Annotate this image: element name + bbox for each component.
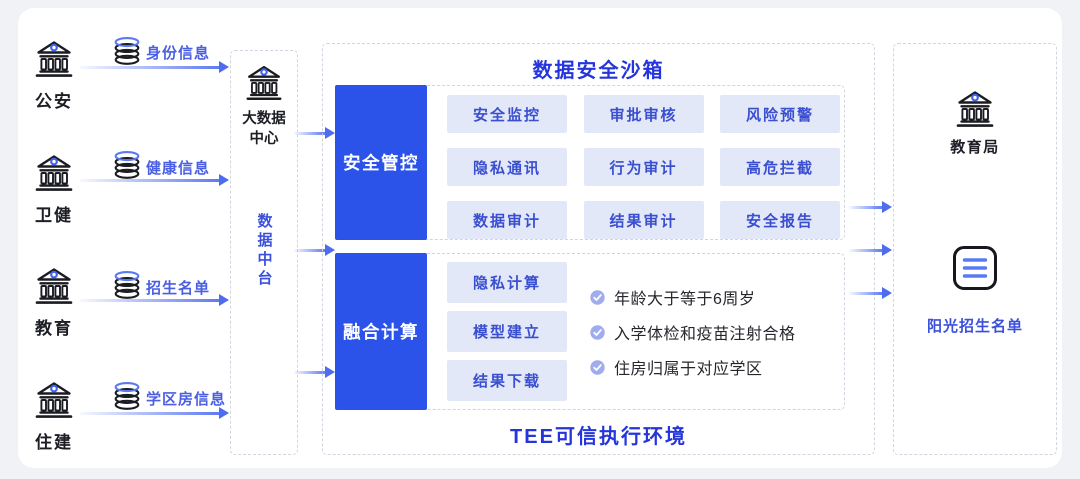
sandbox-title: 数据安全沙箱 (532, 60, 665, 82)
security-cell: 安全报告 (720, 201, 840, 239)
flow-arrow (80, 174, 229, 186)
flow-arrow (849, 244, 892, 256)
security-cell: 审批审核 (583, 95, 704, 133)
compute-cell: 隐私计算 (447, 262, 567, 303)
rule-item: 入学体检和疫苗注射合格 (590, 321, 796, 343)
data-center-label: 大数据中心 (242, 111, 286, 147)
flow-label: 身份信息 (146, 45, 211, 62)
rule-text: 年龄大于等于6周岁 (614, 291, 756, 308)
tee-footer-title: TEE可信执行环境 (510, 426, 687, 448)
bank-icon (35, 382, 73, 418)
security-cell: 行为审计 (583, 148, 704, 186)
bank-icon (246, 65, 282, 101)
compute-cell: 模型建立 (447, 311, 567, 352)
source-entity-education: 教育 (27, 261, 81, 339)
security-cell: 高危拦截 (720, 148, 840, 186)
check-icon (590, 359, 605, 375)
source-label: 教育 (35, 319, 73, 338)
flow-label: 学区房信息 (146, 391, 227, 408)
source-label: 住建 (35, 433, 73, 452)
bank-icon (35, 41, 73, 77)
security-cell: 隐私通讯 (447, 148, 567, 186)
source-label: 公安 (35, 92, 73, 111)
rule-item: 年龄大于等于6周岁 (590, 286, 796, 308)
source-label: 卫健 (35, 206, 73, 225)
database-icon (114, 271, 140, 299)
security-control-box: 安全管控 (335, 85, 427, 240)
security-cell: 结果审计 (583, 201, 704, 239)
flow-arrow (80, 61, 229, 73)
flow-arrow (849, 201, 892, 213)
data-center-box: 大数据中心 数据中台 (230, 50, 298, 455)
destination-box (893, 43, 1057, 455)
document-list-icon (953, 246, 997, 290)
security-cell: 风险预警 (720, 95, 840, 133)
check-icon (590, 324, 605, 340)
security-cells-grid: 安全监控 审批审核 风险预警 隐私通讯 行为审计 高危拦截 数据审计 结果审计 … (447, 95, 840, 239)
destination-output-label: 阳光招生名单 (926, 318, 1023, 335)
flow-label: 招生名单 (146, 280, 211, 297)
rules-checklist: 年龄大于等于6周岁 入学体检和疫苗注射合格 住房归属于对应学区 (590, 286, 796, 391)
bank-icon (35, 155, 73, 191)
fusion-compute-box: 融合计算 (335, 253, 427, 410)
source-entity-public-security: 公安 (27, 34, 81, 112)
flow-arrow (849, 287, 892, 299)
database-icon (114, 37, 140, 65)
flow-arrow (80, 407, 229, 419)
flow-arrow (294, 244, 335, 256)
check-icon (590, 289, 605, 305)
security-cell: 数据审计 (447, 201, 567, 239)
source-entity-housing: 住建 (27, 375, 81, 453)
flow-arrow (80, 294, 229, 306)
rule-text: 入学体检和疫苗注射合格 (614, 326, 796, 343)
compute-cells-column: 隐私计算 模型建立 结果下载 (447, 262, 567, 409)
rule-text: 住房归属于对应学区 (614, 361, 763, 378)
security-cell: 安全监控 (447, 95, 567, 133)
source-entity-health: 卫健 (27, 148, 81, 226)
flow-label: 健康信息 (146, 160, 211, 177)
data-platform-label: 数据中台 (255, 213, 273, 289)
destination-label: 教育局 (950, 139, 1000, 156)
flow-arrow (294, 127, 335, 139)
database-icon (114, 151, 140, 179)
flow-arrow (294, 366, 335, 378)
bank-icon (956, 91, 994, 127)
rule-item: 住房归属于对应学区 (590, 356, 796, 378)
compute-cell: 结果下载 (447, 360, 567, 401)
database-icon (114, 382, 140, 410)
bank-icon (35, 268, 73, 304)
